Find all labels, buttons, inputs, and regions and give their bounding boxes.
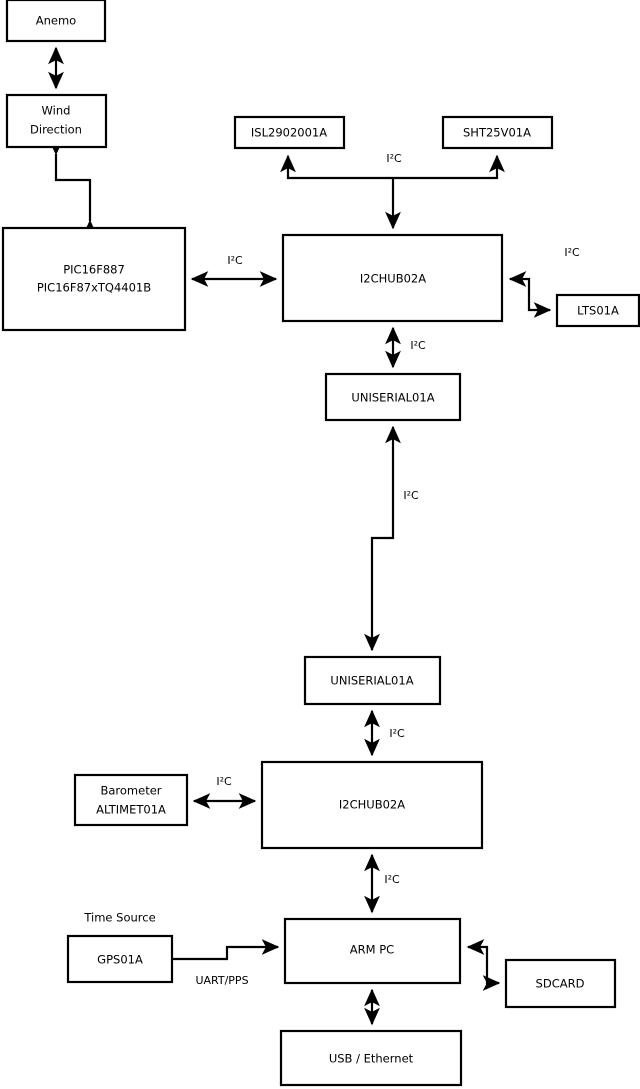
node-label-barometer-line1: Barometer <box>100 784 161 798</box>
edge-label-hub1-uniserial1: I²C <box>410 339 426 352</box>
edge-barometer-hub2: I²C <box>192 775 257 809</box>
node-box[interactable] <box>555 293 640 328</box>
node-box[interactable] <box>441 115 554 150</box>
edge-label-hub1-lts: I²C <box>564 246 580 259</box>
node-label-hub2: I2CHUB02A <box>339 798 405 812</box>
node-box[interactable] <box>66 934 174 984</box>
edge-hub1-lts: I²C <box>508 246 580 318</box>
node-label-usbeth: USB / Ethernet <box>329 1052 414 1066</box>
node-label-gps: GPS01A <box>97 953 143 967</box>
node-label-wind-line1: Wind <box>42 104 71 118</box>
node-label-armpc: ARM PC <box>350 943 394 957</box>
node-sdcard[interactable]: SDCARD <box>504 958 617 1009</box>
free-labels-layer: Time Source <box>83 911 155 925</box>
edges-layer: I²C I²C I²C I²C I²C <box>48 46 580 1026</box>
edge-label-pic-hub1: I²C <box>227 254 243 267</box>
node-uniserial01a-bottom[interactable]: UNISERIAL01A <box>303 655 442 706</box>
node-box[interactable] <box>1 226 187 332</box>
node-label-uniserial2: UNISERIAL01A <box>330 674 413 688</box>
node-label-uniserial1: UNISERIAL01A <box>351 391 434 405</box>
node-box[interactable] <box>283 917 462 985</box>
node-label-anemo: Anemo <box>36 14 76 28</box>
edge-path <box>508 271 552 318</box>
edge-uniserial1-uniserial2: I²C <box>364 425 419 652</box>
edge-path-isl <box>280 154 393 180</box>
node-box[interactable] <box>73 773 189 827</box>
node-isl2902001a[interactable]: ISL2902001A <box>233 115 346 150</box>
node-box[interactable] <box>233 115 346 150</box>
edge-label-hub1-sensors: I²C <box>386 152 402 165</box>
edge-path <box>48 137 98 238</box>
edge-label-barometer-hub2: I²C <box>216 775 232 788</box>
node-label-pic-line2: PIC16F87xTQ4401B <box>37 281 151 295</box>
node-sht25v01a[interactable]: SHT25V01A <box>441 115 554 150</box>
edge-label-gps-armpc: UART/PPS <box>195 974 248 987</box>
edge-hub1-sensors: I²C <box>280 152 505 230</box>
edge-gps-armpc: UART/PPS <box>172 939 280 987</box>
node-lts01a[interactable]: LTS01A <box>555 293 640 328</box>
edge-uniserial2-hub2: I²C <box>364 709 405 757</box>
edge-path <box>172 939 280 961</box>
node-i2chub02a-top[interactable]: I2CHUB02A <box>281 233 504 323</box>
node-box[interactable] <box>260 760 484 850</box>
edge-wind-pic <box>48 137 98 238</box>
edge-hub2-armpc: I²C <box>364 853 400 914</box>
node-uniserial01a-top[interactable]: UNISERIAL01A <box>324 372 462 422</box>
node-box[interactable] <box>504 958 617 1009</box>
node-box[interactable] <box>281 233 504 323</box>
node-box[interactable] <box>5 93 108 149</box>
edge-label-uniserial2-hub2: I²C <box>389 727 405 740</box>
node-label-hub1: I2CHUB02A <box>360 272 426 286</box>
edge-path-sht <box>393 154 505 180</box>
node-box[interactable] <box>5 0 107 43</box>
edge-hub1-uniserial1: I²C <box>385 326 426 369</box>
node-barometer-altimet01a[interactable]: Barometer ALTIMET01A <box>73 773 189 827</box>
edge-label-uniserial-link: I²C <box>403 489 419 502</box>
node-label-lts: LTS01A <box>577 304 619 318</box>
edge-armpc-sdcard <box>466 939 501 991</box>
node-gps01a[interactable]: GPS01A <box>66 934 174 984</box>
edge-path <box>364 425 401 652</box>
node-usb-ethernet[interactable]: USB / Ethernet <box>279 1029 463 1087</box>
node-box[interactable] <box>303 655 442 706</box>
node-label-barometer-line2: ALTIMET01A <box>96 803 166 817</box>
edge-label-hub2-armpc: I²C <box>384 873 400 886</box>
node-box[interactable] <box>324 372 462 422</box>
node-box[interactable] <box>279 1029 463 1087</box>
edge-path <box>466 939 501 991</box>
node-label-pic-line1: PIC16F887 <box>63 263 125 277</box>
node-i2chub02a-bottom[interactable]: I2CHUB02A <box>260 760 484 850</box>
node-arm-pc[interactable]: ARM PC <box>283 917 462 985</box>
node-wind-direction[interactable]: Wind Direction <box>5 93 108 149</box>
label-time-source: Time Source <box>83 911 155 925</box>
node-label-isl: ISL2902001A <box>251 126 327 140</box>
node-anemo[interactable]: Anemo <box>5 0 107 43</box>
node-label-sdcard: SDCARD <box>536 977 585 991</box>
node-pic-mcu[interactable]: PIC16F887 PIC16F87xTQ4401B <box>1 226 187 332</box>
node-label-wind-line2: Direction <box>30 123 82 137</box>
edge-pic-hub1: I²C <box>190 254 278 287</box>
node-label-sht: SHT25V01A <box>463 126 531 140</box>
